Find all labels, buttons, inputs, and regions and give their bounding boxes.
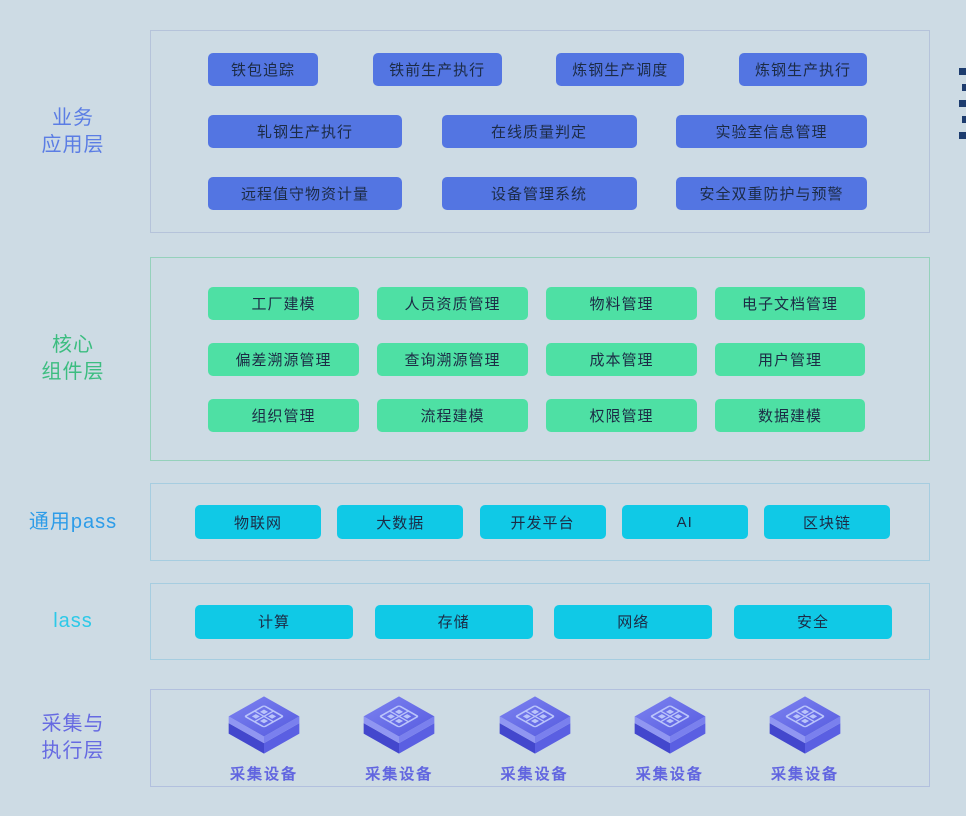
layer-box-iaas: 计算存储网络安全 — [150, 583, 930, 660]
layer-label-core-components: 核心组件层 — [0, 257, 146, 461]
deco-square — [962, 84, 966, 91]
chip-button[interactable]: 铁前生产执行 — [372, 53, 502, 86]
layer-label-line: 执行层 — [41, 740, 105, 762]
chip-button[interactable]: AI — [621, 505, 748, 539]
layer-label-iaas: lass — [0, 583, 146, 660]
chip-button[interactable]: 炼钢生产执行 — [738, 53, 867, 86]
chip-button[interactable]: 人员资质管理 — [377, 286, 528, 320]
button-row: 远程值守物资计量 设备管理系统 安全双重防护与预警 — [151, 177, 929, 210]
device-item: 采集设备 — [209, 693, 319, 784]
chip-button[interactable]: 轧钢生产执行 — [208, 115, 402, 148]
layer-label-line: 采集与 — [41, 713, 105, 735]
device-label: 采集设备 — [229, 765, 298, 783]
layer-general-paas: 通用pass 物联网大数据开发平台 AI 区块链 — [0, 483, 966, 561]
chip-button[interactable]: 炼钢生产调度 — [556, 53, 685, 86]
layer-iaas: lass 计算存储网络安全 — [0, 583, 966, 660]
deco-square — [959, 100, 966, 107]
layer-label-business-application: 业务应用层 — [0, 30, 146, 233]
device-row: 采集设备 采集设备 采集设备 采集设备 — [151, 693, 929, 784]
button-row: 物联网大数据开发平台 AI 区块链 — [151, 505, 929, 539]
layer-core-components: 核心组件层工厂建模人员资质管理物料管理电子文档管理偏差溯源管理查询溯源管理成本管… — [0, 257, 966, 461]
chip-button[interactable]: 流程建模 — [377, 398, 528, 432]
chip-button[interactable]: 设备管理系统 — [441, 177, 637, 210]
layer-collection-execution: 采集与执行层 采集设备 采集设备 采集设备 — [0, 689, 966, 787]
chip-button[interactable]: 物联网 — [195, 505, 321, 539]
chip-button[interactable]: 远程值守物资计量 — [208, 177, 402, 210]
device-item: 采集设备 — [750, 693, 860, 784]
button-row: 铁包追踪 铁前生产执行 炼钢生产调度 炼钢生产执行 — [151, 53, 929, 86]
chip-button[interactable]: 数据建模 — [715, 398, 865, 432]
device-cube-icon — [228, 695, 300, 754]
layer-label-line: 应用层 — [41, 133, 105, 156]
deco-square — [959, 132, 966, 139]
layer-label-line: 组件层 — [41, 361, 105, 383]
button-row: 组织管理流程建模权限管理数据建模 — [151, 398, 929, 432]
layer-label-line: 通用pass — [28, 510, 118, 533]
layer-label-line: 业务 — [52, 106, 94, 129]
device-item: 采集设备 — [480, 693, 590, 784]
chip-button[interactable]: 计算 — [195, 604, 353, 639]
chip-button[interactable]: 成本管理 — [546, 342, 697, 376]
button-row: 计算存储网络安全 — [151, 604, 929, 639]
button-row: 轧钢生产执行 在线质量判定 实验室信息管理 — [151, 115, 929, 148]
chip-button[interactable]: 电子文档管理 — [715, 286, 865, 320]
layer-box-general-paas: 物联网大数据开发平台 AI 区块链 — [150, 483, 930, 561]
chip-button[interactable]: 存储 — [374, 604, 533, 639]
chip-button[interactable]: 偏差溯源管理 — [208, 342, 359, 376]
chip-button[interactable]: 安全 — [733, 604, 892, 639]
device-cube-icon — [769, 695, 841, 754]
device-label: 采集设备 — [770, 765, 839, 783]
deco-square — [959, 68, 966, 75]
layer-label-line: lass — [53, 610, 93, 632]
chip-button[interactable]: 用户管理 — [715, 342, 865, 376]
device-cube-icon — [363, 695, 435, 754]
layer-business-application: 业务应用层 铁包追踪 铁前生产执行 炼钢生产调度 炼钢生产执行轧钢生产执行 在线质量判定 实… — [0, 30, 966, 233]
chip-button[interactable]: 物料管理 — [546, 286, 697, 320]
device-label: 采集设备 — [635, 765, 704, 783]
dashed-squares-icon — [959, 68, 966, 139]
chip-button[interactable]: 大数据 — [337, 505, 464, 539]
chip-button[interactable]: 工厂建模 — [208, 286, 359, 320]
chip-button[interactable]: 组织管理 — [208, 398, 359, 432]
button-row: 偏差溯源管理查询溯源管理成本管理用户管理 — [151, 342, 929, 376]
layer-box-core-components: 工厂建模人员资质管理物料管理电子文档管理偏差溯源管理查询溯源管理成本管理用户管理… — [150, 257, 930, 461]
device-cube-icon — [634, 695, 706, 754]
chip-button[interactable]: 铁包追踪 — [208, 53, 318, 86]
device-item: 采集设备 — [344, 693, 454, 784]
chip-button[interactable]: 实验室信息管理 — [676, 115, 867, 148]
layer-label-collection-execution: 采集与执行层 — [0, 689, 146, 787]
layer-box-business-application: 铁包追踪 铁前生产执行 炼钢生产调度 炼钢生产执行轧钢生产执行 在线质量判定 实验室信息管… — [150, 30, 930, 233]
layer-label-line: 核心 — [52, 334, 94, 356]
device-label: 采集设备 — [365, 765, 434, 783]
chip-button[interactable]: 网络 — [554, 604, 713, 639]
device-label: 采集设备 — [500, 765, 569, 783]
chip-button[interactable]: 在线质量判定 — [441, 115, 637, 148]
chip-button[interactable]: 安全双重防护与预警 — [676, 177, 867, 210]
layer-box-collection-execution: 采集设备 采集设备 采集设备 采集设备 — [150, 689, 930, 787]
device-cube-icon — [499, 695, 570, 754]
chip-button[interactable]: 权限管理 — [546, 398, 697, 432]
button-row: 工厂建模人员资质管理物料管理电子文档管理 — [151, 286, 929, 320]
chip-button[interactable]: 查询溯源管理 — [377, 342, 528, 376]
chip-button[interactable]: 区块链 — [764, 505, 890, 539]
chip-button[interactable]: 开发平台 — [479, 505, 606, 539]
device-item: 采集设备 — [615, 693, 725, 784]
layer-label-general-paas: 通用pass — [0, 483, 146, 561]
deco-square — [962, 116, 966, 123]
